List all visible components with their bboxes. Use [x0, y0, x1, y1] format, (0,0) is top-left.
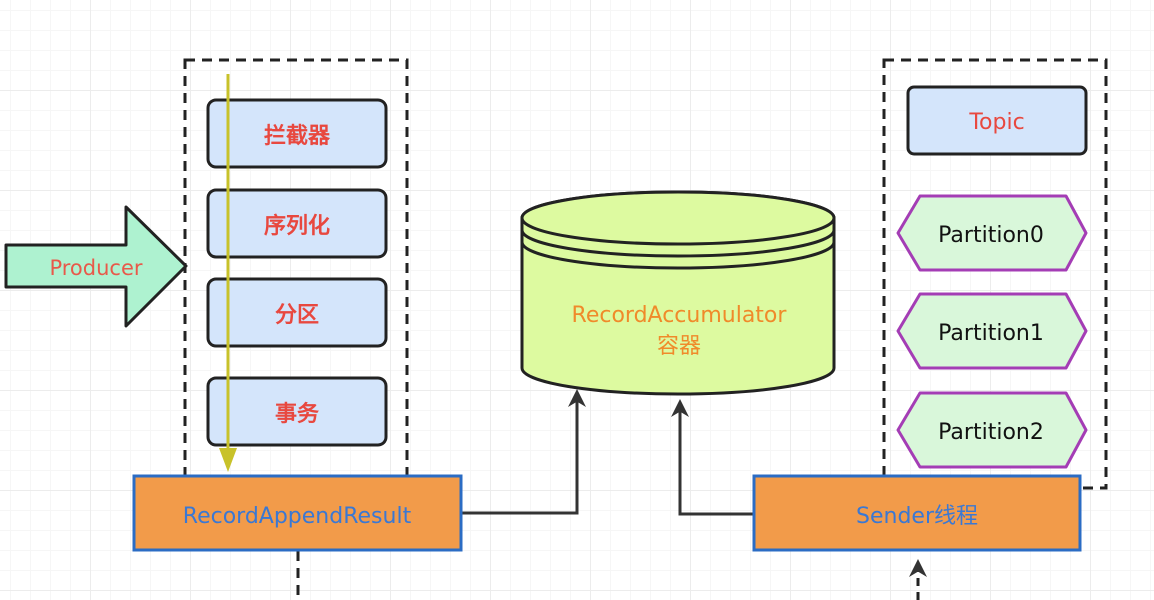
topic-group-border [882, 58, 1108, 490]
stage-transaction[interactable]: 事务 [206, 376, 388, 447]
partition-2[interactable]: Partition2 [896, 391, 1088, 469]
partition-hexagon [896, 194, 1088, 272]
sender-rect [752, 474, 1082, 552]
producer-label: Producer [49, 256, 142, 280]
partition-hexagon [896, 292, 1088, 370]
accumulator-label-line1: RecordAccumulator [572, 303, 788, 328]
cylinder-top [520, 190, 836, 246]
sender-thread-box[interactable]: Sender线程 [752, 474, 1082, 552]
pipeline-flow-arrow [219, 74, 237, 472]
stage-partitioner[interactable]: 分区 [206, 277, 388, 348]
stage-box [206, 376, 388, 447]
partition-hexagon [896, 391, 1088, 469]
partition-label: Partition1 [938, 321, 1044, 346]
sender-to-accumulator-arrow [671, 399, 755, 516]
stage-box [206, 98, 388, 169]
producer-arrow-shape [4, 205, 188, 328]
append-result-rect [132, 474, 463, 552]
producer-arrow[interactable]: Producer [4, 205, 188, 328]
stage-label: 事务 [275, 401, 320, 427]
partition-1[interactable]: Partition1 [896, 292, 1088, 370]
record-append-result-box[interactable]: RecordAppendResult [132, 474, 463, 552]
append-to-accumulator-arrow [462, 389, 586, 515]
sender-label: Sender线程 [856, 504, 978, 529]
accumulator-label-line2: 容器 [657, 334, 701, 359]
stage-interceptor[interactable]: 拦截器 [206, 98, 388, 169]
topic-box[interactable]: Topic [906, 85, 1088, 156]
partition-label: Partition0 [938, 223, 1044, 248]
stage-box [206, 188, 388, 259]
append-result-label: RecordAppendResult [183, 504, 412, 529]
topic-rect [906, 85, 1088, 156]
stage-label: 拦截器 [264, 124, 331, 149]
record-accumulator-cylinder[interactable]: RecordAccumulator 容器 [520, 190, 836, 396]
stage-label: 序列化 [264, 213, 330, 239]
cylinder-ring [520, 229, 836, 258]
stage-serializer[interactable]: 序列化 [206, 188, 388, 259]
partition-label: Partition2 [938, 420, 1044, 445]
stage-box [206, 277, 388, 348]
partition-0[interactable]: Partition0 [896, 194, 1088, 272]
stage-label: 分区 [275, 303, 319, 328]
cylinder-ring [520, 241, 836, 270]
topic-label: Topic [968, 110, 1024, 135]
